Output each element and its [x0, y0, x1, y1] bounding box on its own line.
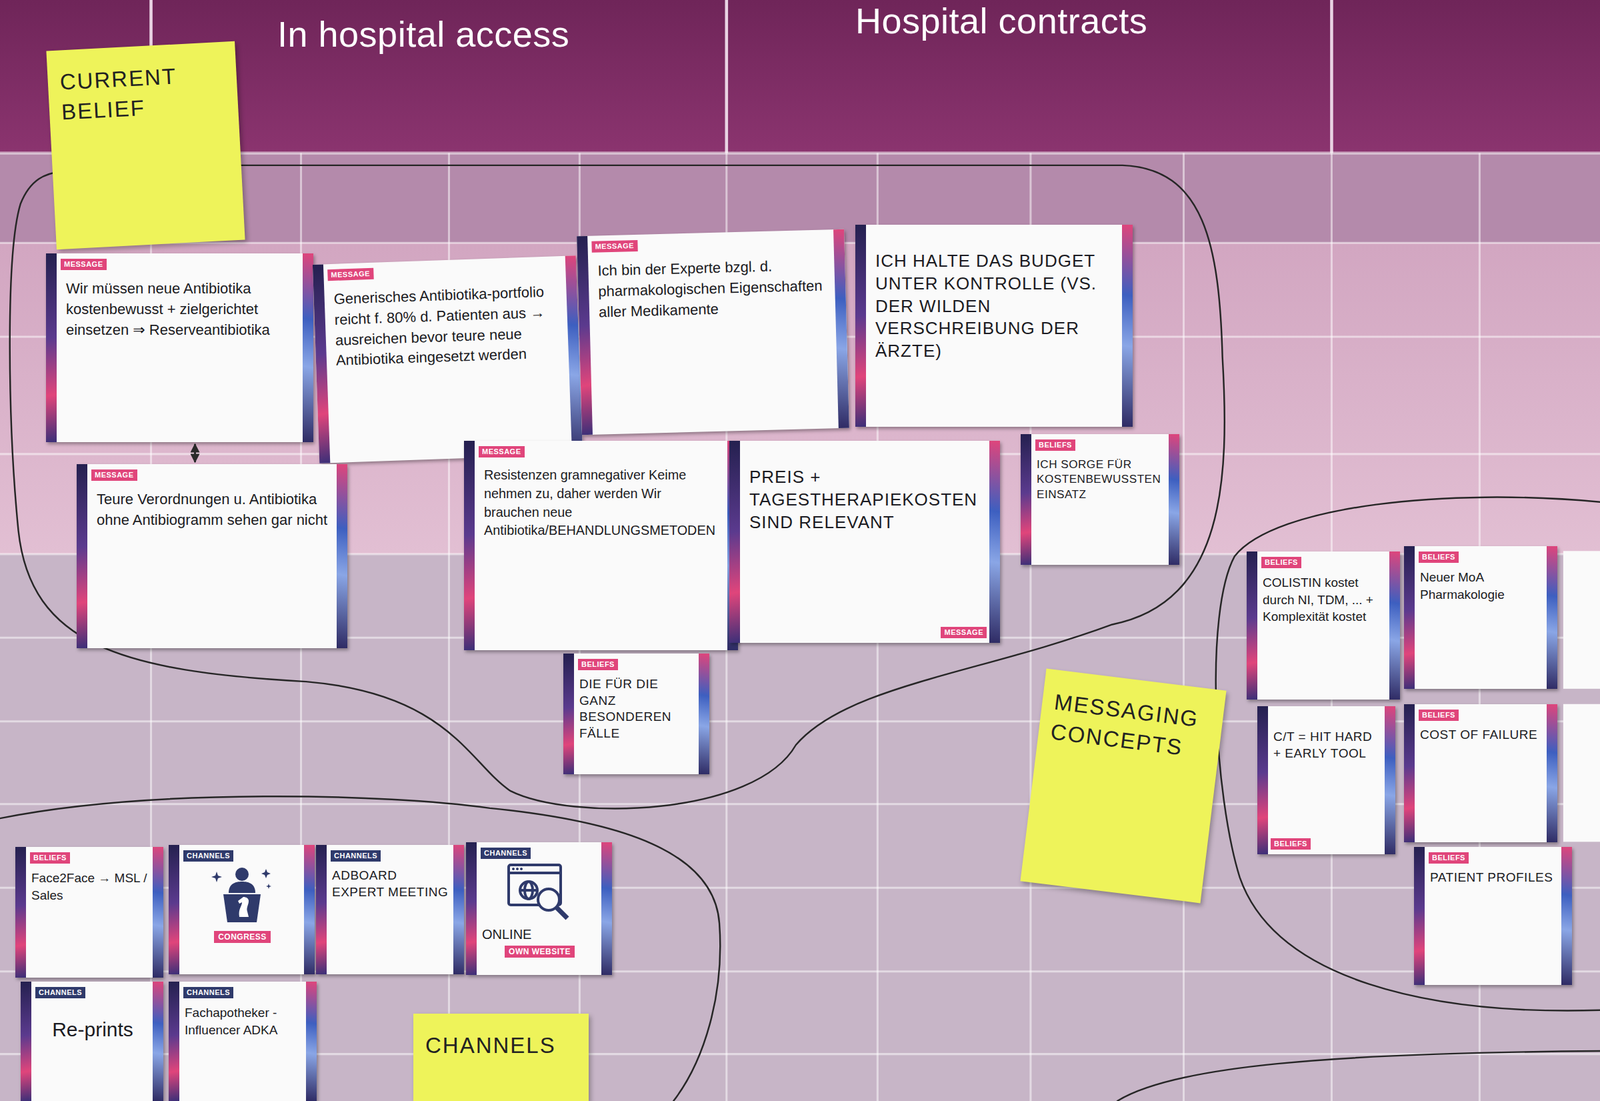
hand-drawn-loop	[1117, 1050, 1600, 1101]
card-tag: BELIEFS	[1428, 852, 1469, 864]
board-grid	[0, 153, 1600, 1101]
card-tag: BELIEFS	[1261, 556, 1302, 568]
workshop-card: CHANNELS Fachapotheker -Influencer ADKA	[168, 981, 317, 1101]
partial-card	[1563, 550, 1600, 689]
grid-line	[1330, 0, 1334, 154]
workshop-card: MESSAGE Resistenzen gramnegativer Keime n…	[464, 440, 738, 650]
card-tag: BELIEFS	[30, 852, 70, 864]
workshop-card: MESSAGEGenerisches Antibiotika-portfolio…	[312, 255, 583, 464]
card-tag: BELIEFS	[1418, 709, 1459, 721]
card-text: PATIENT PROFILES	[1430, 869, 1558, 886]
card-tag: CHANNELS	[330, 850, 381, 862]
website-icon	[499, 860, 580, 922]
double-arrow	[194, 444, 196, 462]
workshop-card: BELIEFS COST OF FAILURE	[1404, 704, 1558, 842]
handwritten-note: ONLINE	[482, 925, 598, 943]
header-band	[0, 0, 1600, 154]
workshop-card: BELIEFS PATIENT PROFILES	[1414, 846, 1572, 985]
hand-drawn-loop	[1216, 497, 1600, 1011]
sticky-note: MESSAGING CONCEPTS	[1020, 668, 1226, 904]
workshop-card: ICH HALTE DAS BUDGET UNTER KONTROLLE (VS…	[855, 224, 1133, 427]
card-tag: BELIEFS	[1418, 551, 1459, 563]
sticky-note: CHANNELS	[413, 1013, 589, 1101]
sticky-label: CURRENT BELIEF	[59, 59, 227, 128]
card-tag: MESSAGE	[60, 258, 107, 270]
card-tag: CHANNELS	[183, 986, 234, 998]
card-tag: MESSAGE	[91, 469, 138, 481]
column-header: Hospital contracts	[855, 1, 1148, 41]
card-text: Resistenzen gramnegativer Keime nehmen z…	[484, 466, 720, 540]
card-text: Neuer MoA Pharmakologie	[1420, 568, 1543, 603]
card-tag: CHANNELS	[480, 847, 531, 859]
card-tag: BELIEFS	[1035, 439, 1076, 451]
partial-card	[1563, 704, 1600, 842]
card-tag: CHANNELS	[35, 986, 86, 998]
workshop-card: CHANNELS CONGRESS	[168, 844, 315, 974]
header-dividers	[151, 0, 1332, 154]
card-text: C/T = HIT HARD + EARLY TOOL	[1273, 728, 1381, 762]
card-text: ADBOARD EXPERT MEETING	[332, 867, 450, 900]
card-text: COST OF FAILURE	[1420, 726, 1543, 744]
card-tag: BELIEFS	[1270, 838, 1311, 850]
workshop-card: MESSAGE Wir müssen neue Antibiotika koste…	[46, 253, 314, 442]
workshop-card: BELIEFS DIE FÜR DIE GANZ BESONDEREN FÄLLE	[563, 653, 710, 774]
card-text: Face2Face → MSL / Sales	[31, 869, 149, 904]
card-text: Fachapotheker -Influencer ADKA	[184, 1004, 302, 1038]
channel-label: OWN WEBSITE	[504, 945, 575, 958]
card-tag: MESSAGE	[940, 626, 987, 638]
column-header: In hospital access	[277, 14, 570, 54]
workshop-card: PREIS + TAGESTHERAPIEKOSTEN SIND RELEVAN…	[729, 440, 1000, 643]
grid-line	[1182, 153, 1185, 1101]
workshop-card: BELIEFS Neuer MoA Pharmakologie	[1404, 546, 1558, 689]
card-text: PREIS + TAGESTHERAPIEKOSTEN SIND RELEVAN…	[749, 466, 982, 534]
workshop-card: CHANNELS ADBOARD EXPERT MEETING	[316, 844, 464, 974]
sticky-label: CHANNELS	[425, 1030, 577, 1061]
card-text: Teure Verordnungen u. Antibiotika ohne A…	[96, 489, 329, 531]
card-tag: MESSAGE	[591, 240, 638, 253]
card-tag: MESSAGE	[478, 446, 525, 458]
card-text: Ich bin der Experte bzgl. d. pharmakolog…	[597, 255, 828, 323]
sticky-label: MESSAGING CONCEPTS	[1048, 687, 1212, 766]
hand-drawn-loop	[0, 796, 720, 1101]
workshop-card: MESSAGE Teure Verordnungen u. Antibiotika…	[76, 464, 348, 648]
card-text: COLISTIN kostet durch NI, TDM, ... + Kom…	[1262, 574, 1386, 626]
card-text: ICH HALTE DAS BUDGET UNTER KONTROLLE (VS…	[875, 250, 1114, 363]
workshop-card: C/T = HIT HARD + EARLY TOOL BELIEFS	[1257, 706, 1396, 854]
card-tag: BELIEFS	[578, 658, 618, 670]
sticky-note: CURRENT BELIEF	[46, 41, 245, 250]
hand-drawn-loops	[0, 165, 1600, 1101]
channel-label: CONGRESS	[214, 930, 271, 943]
card-text: DIE FÜR DIE GANZ BESONDEREN FÄLLE	[579, 676, 695, 742]
card-tag: MESSAGE	[327, 268, 374, 282]
grid-line	[724, 0, 728, 154]
workshop-card: CHANNELS Re-prints	[20, 981, 164, 1101]
workshop-card: BELIEFS ICH SORGE FÜR KOSTENBEWUSSTEN EIN…	[1020, 434, 1180, 565]
workshop-card: CHANNELS ONLINE OWN WEBSITE	[466, 842, 612, 975]
card-text: Wir müssen neue Antibiotika kostenbewuss…	[66, 278, 295, 340]
workshop-card: BELIEFS COLISTIN kostet durch NI, TDM, ..…	[1246, 551, 1400, 700]
card-text: ICH SORGE FÜR KOSTENBEWUSSTEN EINSATZ	[1036, 456, 1165, 502]
card-text: Generisches Antibiotika-portfolio reicht…	[333, 281, 561, 372]
workshop-card: BELIEFS Face2Face → MSL / Sales	[15, 846, 164, 978]
congress-icon	[202, 863, 282, 925]
card-text: Re-prints	[36, 1016, 149, 1042]
card-tag: CHANNELS	[183, 850, 234, 862]
workshop-card: MESSAGE Ich bin der Experte bzgl. d. phar…	[576, 229, 850, 435]
